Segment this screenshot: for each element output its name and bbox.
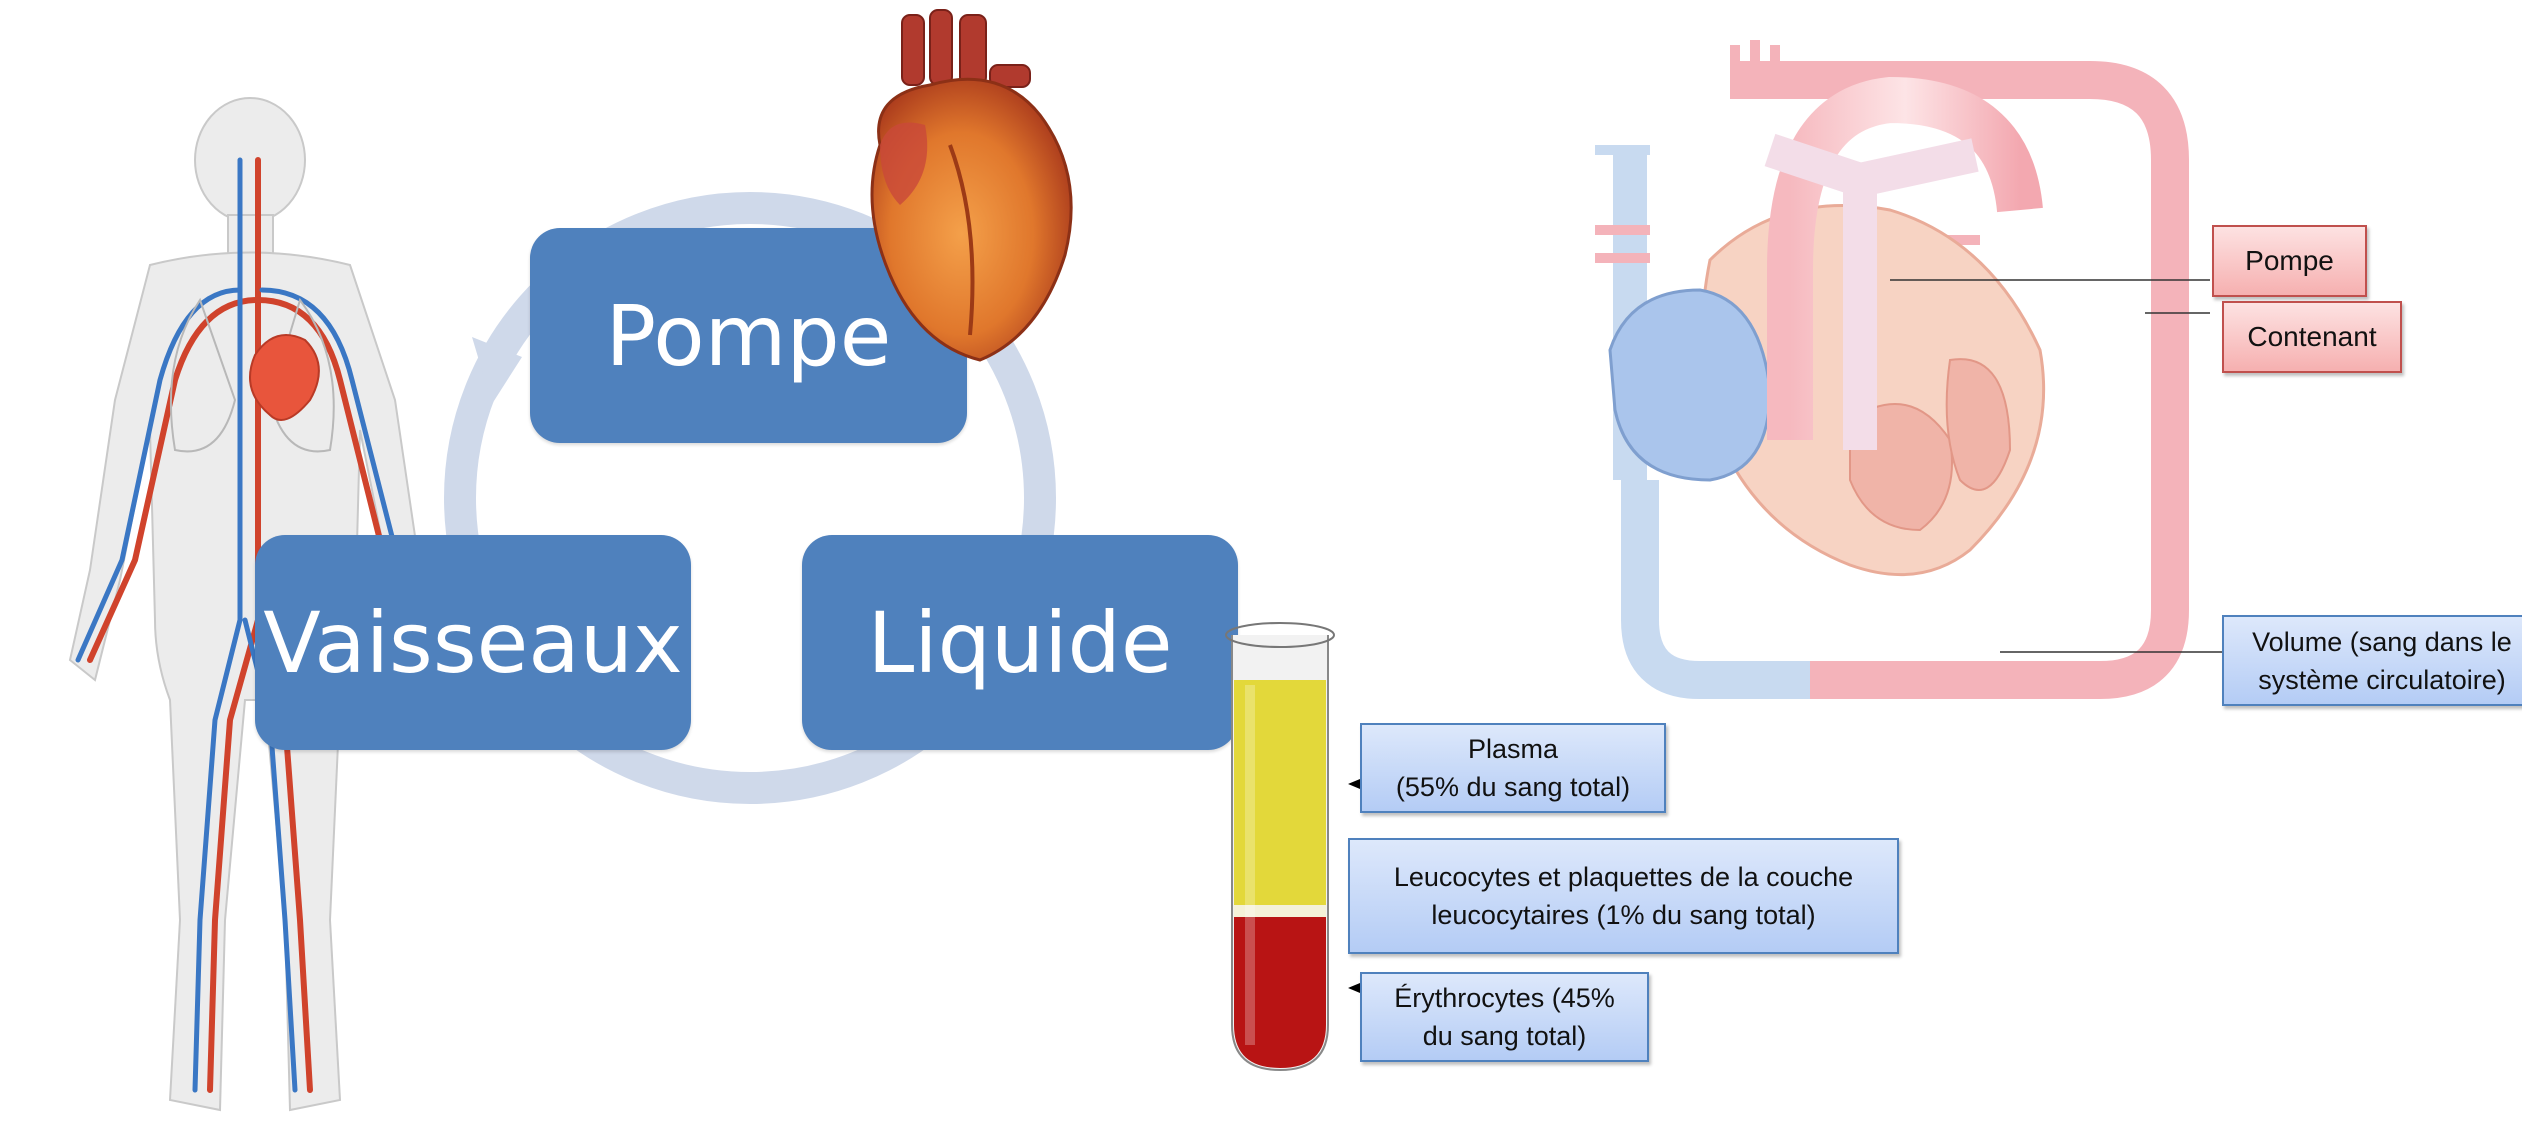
container-label-text: Contenant xyxy=(2247,321,2376,353)
plasma-label: Plasma (55% du sang total) xyxy=(1360,723,1666,813)
anatomical-heart-illustration xyxy=(840,5,1100,365)
plasma-label-line1: Plasma xyxy=(1468,730,1558,768)
erythrocytes-label: Érythrocytes (45% du sang total) xyxy=(1360,972,1649,1062)
cycle-fluid-label: Liquide xyxy=(867,594,1172,692)
volume-label-line2: système circulatoire) xyxy=(2258,661,2506,699)
buffy-coat-label-line2: leucocytaires (1% du sang total) xyxy=(1431,896,1815,934)
erythrocytes-label-line1: Érythrocytes (45% xyxy=(1394,979,1615,1017)
erythrocytes-label-line2: du sang total) xyxy=(1423,1017,1587,1055)
cycle-vessels-label: Vaisseaux xyxy=(263,594,682,692)
buffy-coat-label-line1: Leucocytes et plaquettes de la couche xyxy=(1394,858,1853,896)
cycle-box-vessels: Vaisseaux xyxy=(255,535,691,750)
heart-pump-label: Pompe xyxy=(2212,225,2367,297)
buffy-coat-label: Leucocytes et plaquettes de la couche le… xyxy=(1348,838,1899,954)
volume-label: Volume (sang dans le système circulatoir… xyxy=(2222,615,2522,706)
heart-pump-label-text: Pompe xyxy=(2245,245,2334,277)
cycle-box-fluid: Liquide xyxy=(802,535,1238,750)
container-label: Contenant xyxy=(2222,301,2402,373)
plasma-label-line2: (55% du sang total) xyxy=(1396,768,1630,806)
heart-diagram-leader-lines xyxy=(1880,270,2240,670)
volume-label-line1: Volume (sang dans le xyxy=(2252,623,2512,661)
